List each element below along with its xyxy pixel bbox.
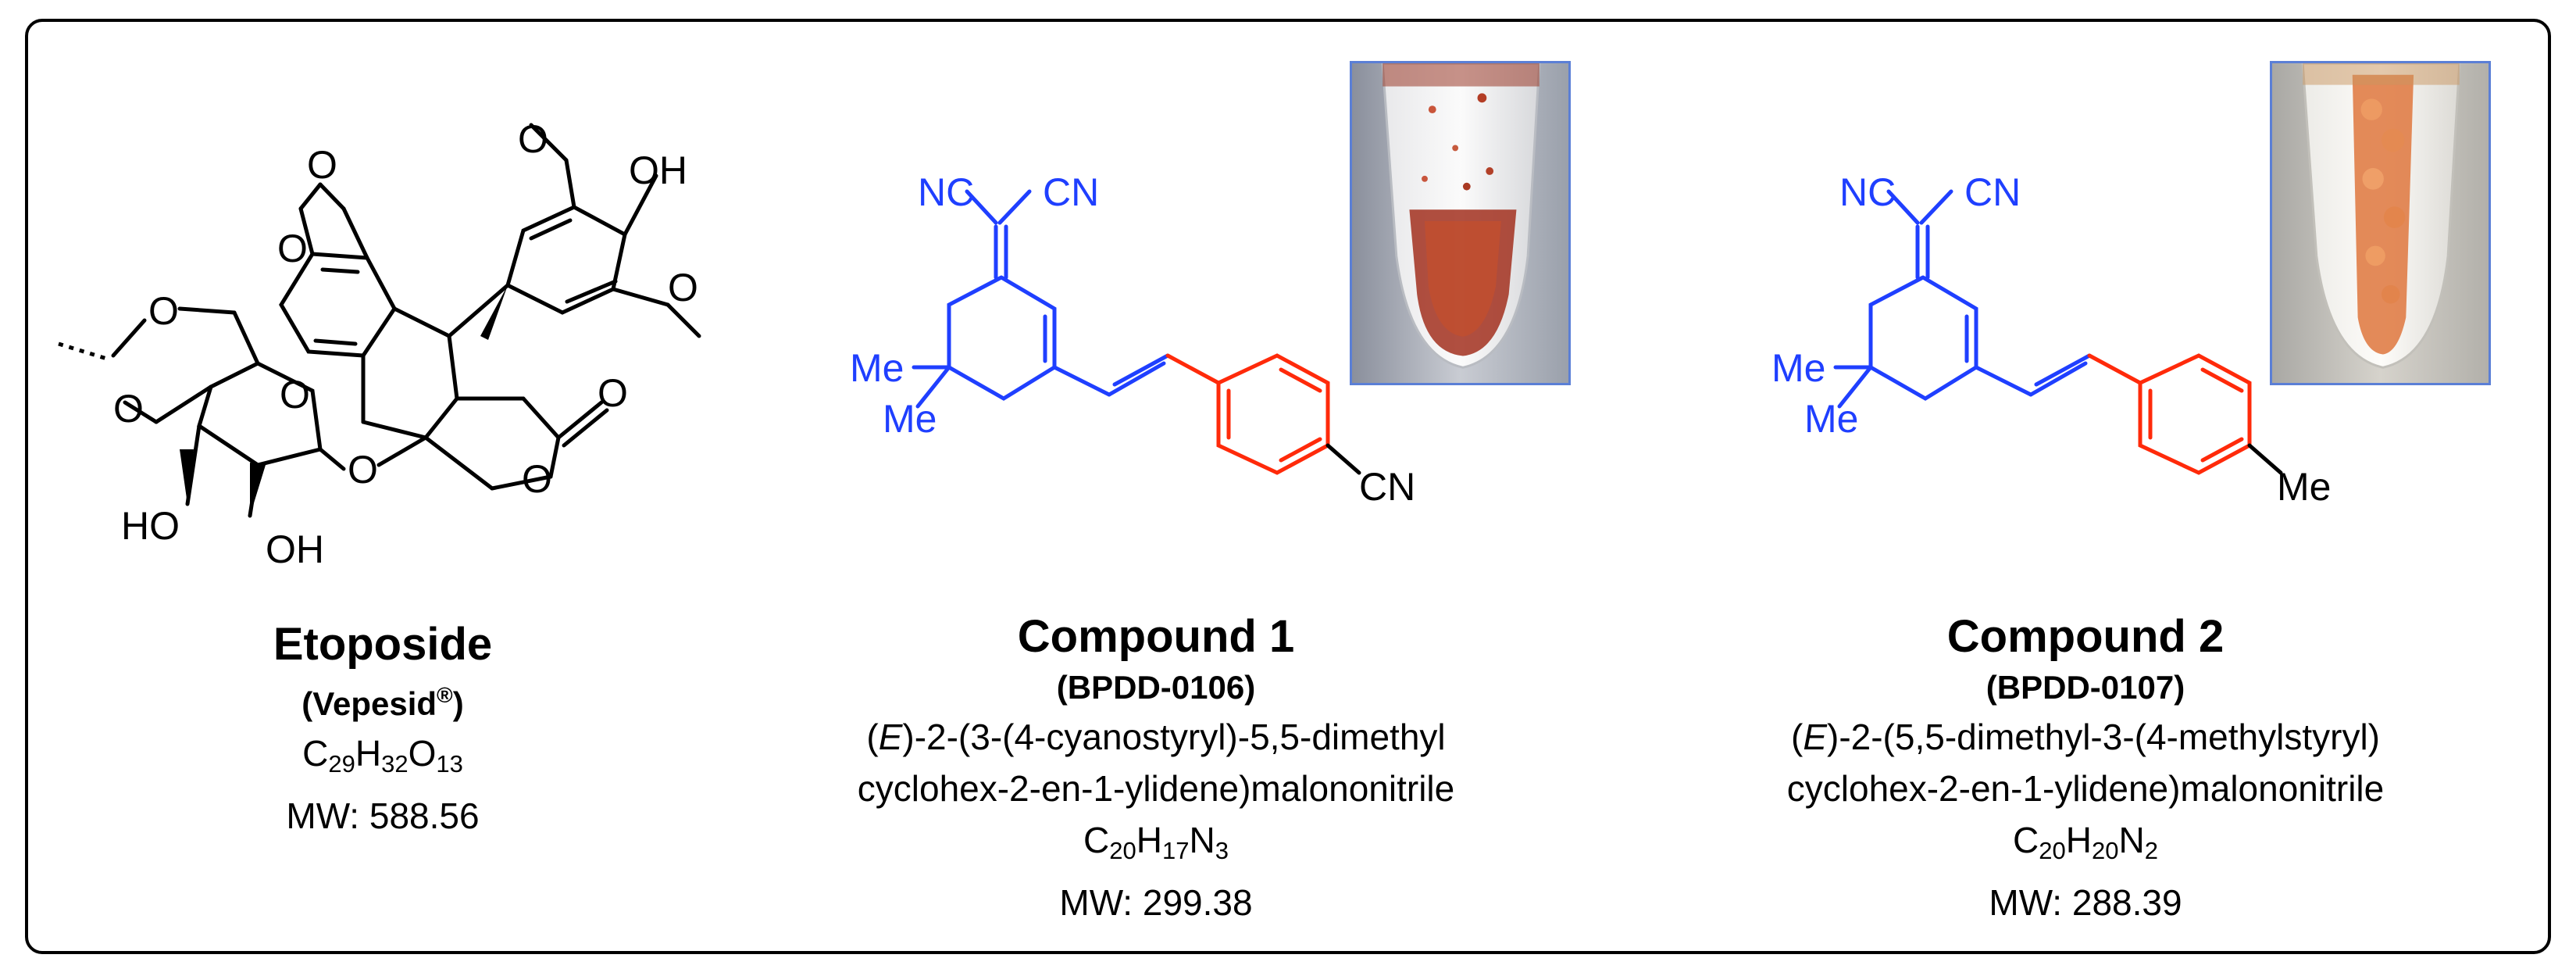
atom-o-6: O	[348, 448, 378, 492]
compound-1-name: Compound 1	[1017, 611, 1295, 662]
c1-nc: NC	[918, 170, 974, 214]
c2-cn: CN	[1964, 170, 2021, 214]
compound-2-name: Compound 2	[1946, 611, 2225, 662]
c2-nc: NC	[1839, 170, 1896, 214]
figure-frame	[25, 19, 2551, 954]
c2-me-1: Me	[1771, 346, 1825, 390]
atom-o-8: O	[598, 371, 628, 415]
atom-o-7: O	[522, 457, 552, 501]
atom-o-1: O	[307, 143, 337, 187]
compound-2-iupac-line2: cyclohex-2-en-1-ylidene)malononitrile	[1786, 768, 2385, 809]
compound-2-caption: Compound 2 (BPDD-0107) (E)-2-(5,5-dimeth…	[1703, 610, 2468, 928]
etoposide-formula: C29H32O13	[302, 733, 463, 778]
atom-o-5: O	[280, 373, 310, 416]
compound-1-iupac-line1: (E)-2-(3-(4-cyanostyryl)-5,5-dimethyl	[866, 717, 1446, 757]
compound-1-iupac-line2: cyclohex-2-en-1-ylidene)malononitrile	[857, 768, 1455, 809]
compound-2-photo	[2270, 61, 2491, 385]
atom-o-10: O	[668, 266, 698, 309]
compound-1-mw: MW: 299.38	[1059, 882, 1253, 923]
compound-2-iupac-line1: (E)-2-(5,5-dimethyl-3-(4-methylstyryl)	[1791, 717, 2380, 757]
compound-2-mw: MW: 288.39	[1989, 882, 2182, 923]
c1-me-2: Me	[883, 397, 937, 441]
c1-cn: CN	[1043, 170, 1099, 214]
compound-2-code: (BPDD-0107)	[1986, 669, 2185, 706]
etoposide-caption: Etoposide (Vepesid®) C29H32O13 MW: 588.5…	[219, 617, 547, 842]
etoposide-oh-bottom: OH	[266, 527, 324, 571]
atom-o-9: O	[518, 117, 548, 161]
etoposide-ho: HO	[121, 504, 180, 548]
etoposide-brand: (Vepesid®)	[301, 683, 464, 722]
compound-2-formula: C20H20N2	[2013, 820, 2158, 864]
c2-me-2: Me	[1804, 397, 1858, 441]
c1-cn-tail: CN	[1359, 465, 1415, 509]
c1-me-1: Me	[850, 346, 904, 390]
etoposide-oh-top: OH	[629, 148, 687, 192]
etoposide-mw: MW: 588.56	[286, 795, 480, 836]
atom-o-2: O	[277, 227, 308, 270]
atom-o-3: O	[148, 289, 179, 333]
atom-o-4: O	[113, 387, 144, 431]
compound-1-caption: Compound 1 (BPDD-0106) (E)-2-(3-(4-cyano…	[773, 610, 1539, 928]
etoposide-name: Etoposide	[273, 619, 493, 670]
compound-1-photo	[1350, 61, 1571, 385]
compound-1-formula: C20H17N3	[1083, 820, 1229, 864]
compound-1-code: (BPDD-0106)	[1056, 669, 1256, 706]
c2-me-tail: Me	[2277, 465, 2331, 509]
